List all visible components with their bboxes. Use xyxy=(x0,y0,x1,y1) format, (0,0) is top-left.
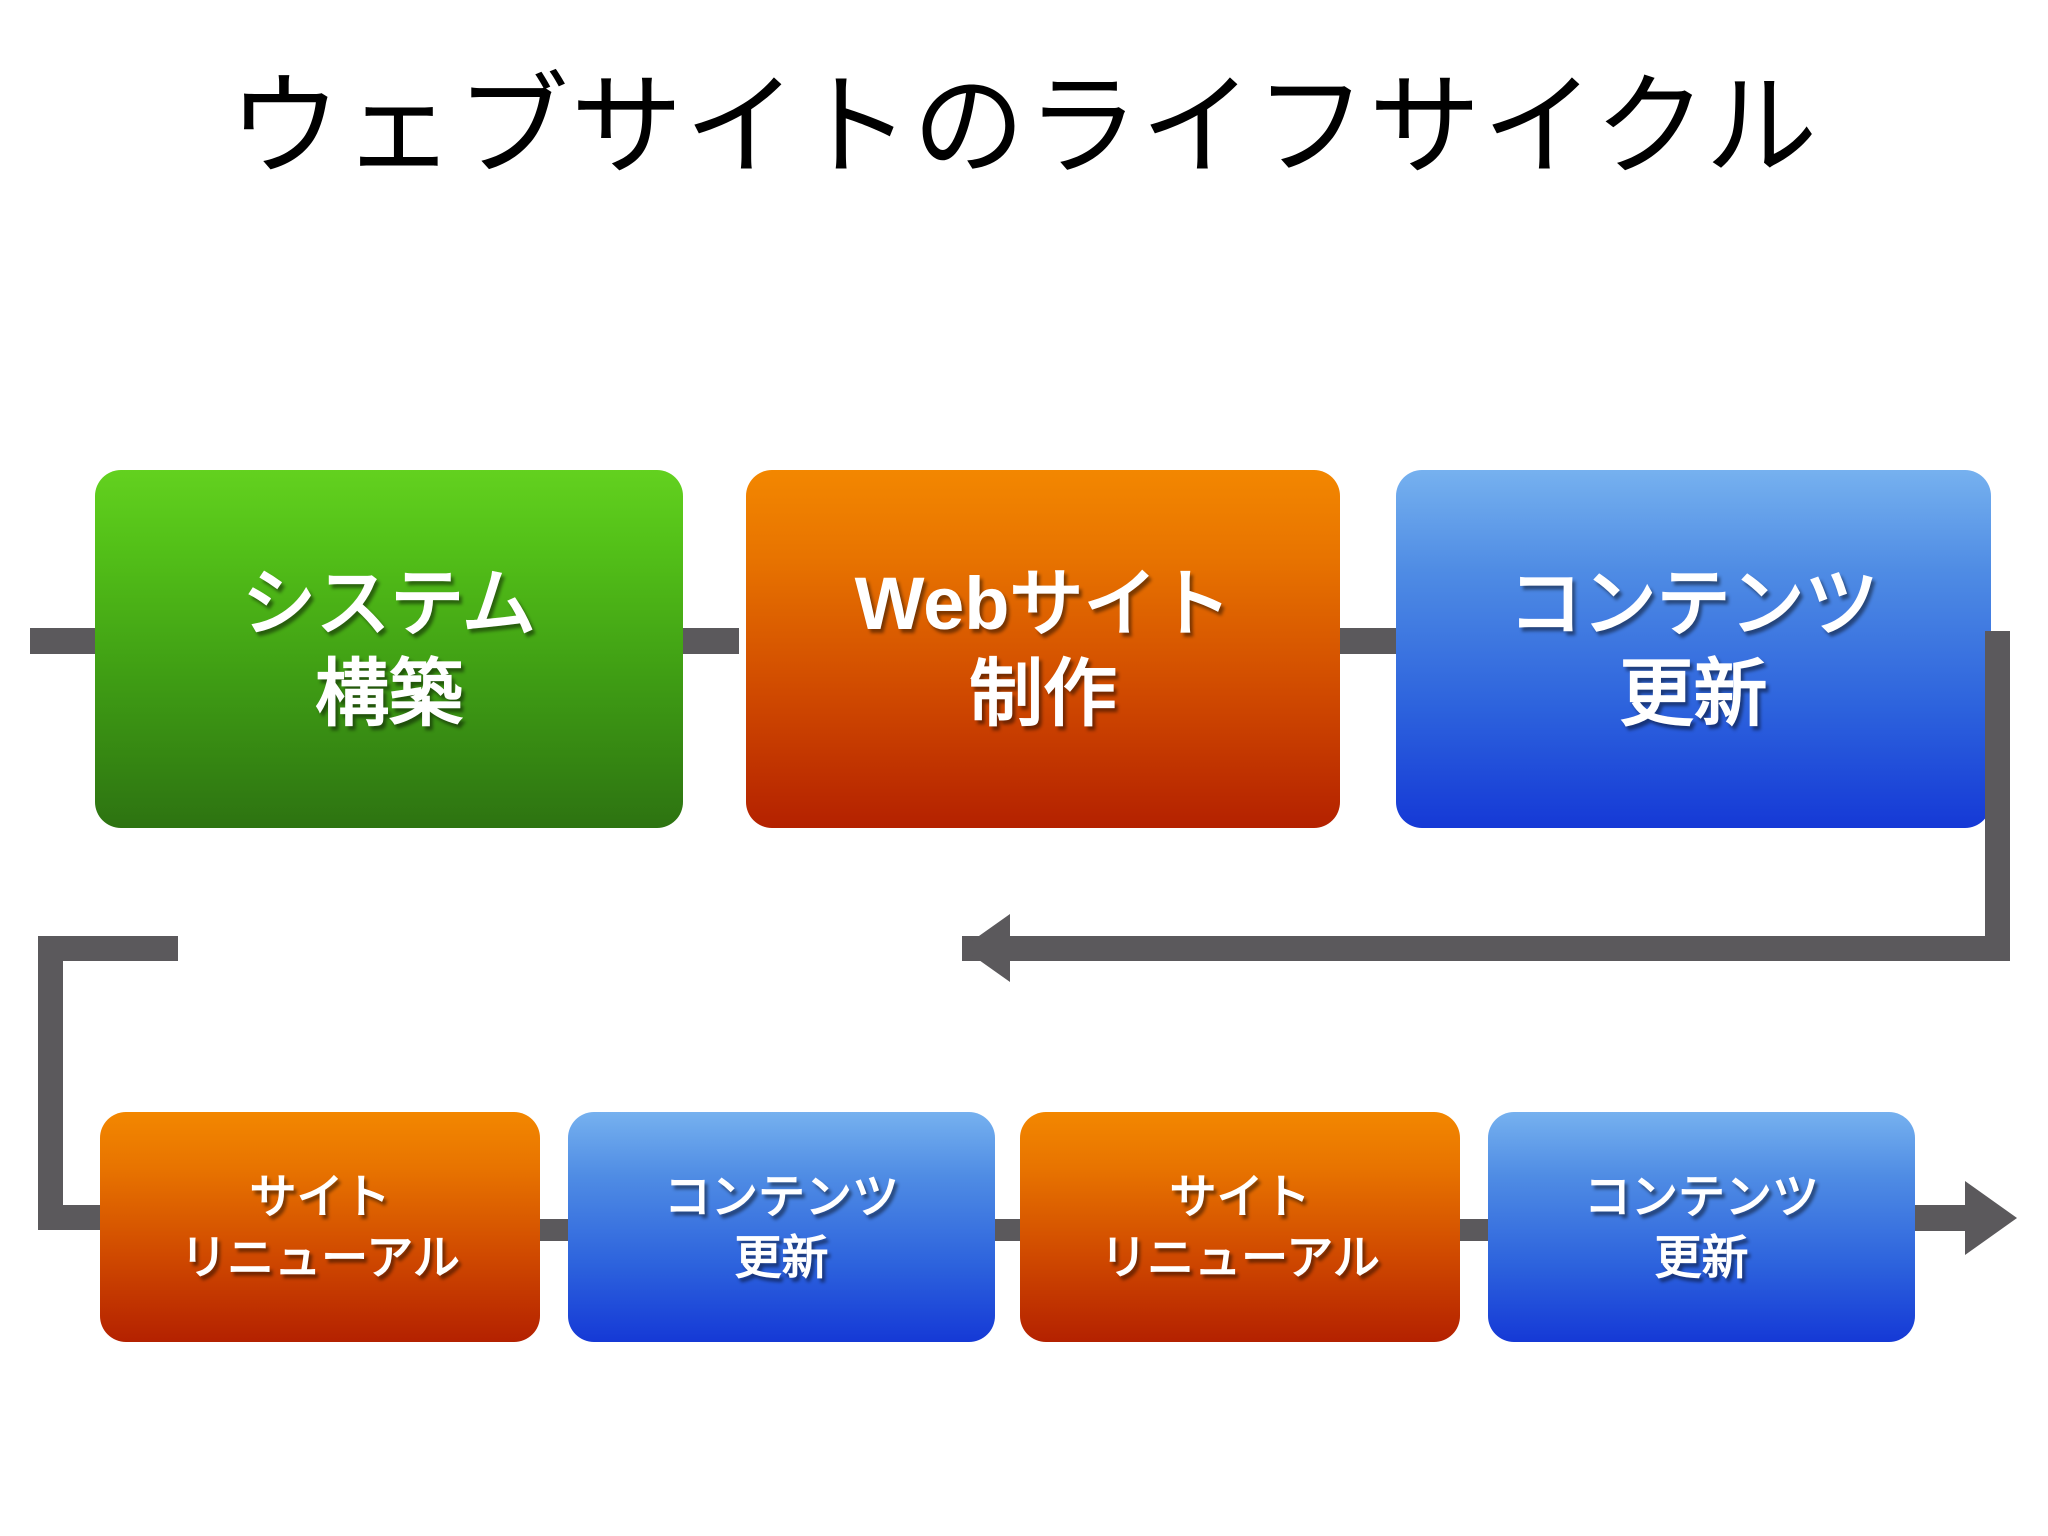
node-line-1: Webサイト xyxy=(854,561,1232,645)
node-content-update-top[interactable]: コンテンツ 更新 xyxy=(1396,470,1991,828)
node-content-update-2[interactable]: コンテンツ 更新 xyxy=(1488,1112,1915,1342)
node-content-update-1[interactable]: コンテンツ 更新 xyxy=(568,1112,995,1342)
return-path-vertical-right xyxy=(1985,631,2010,961)
return-path-horizontal xyxy=(962,936,2010,961)
node-line-1: コンテンツ xyxy=(1584,1169,1819,1223)
node-line-2: 更新 xyxy=(1619,652,1768,735)
node-line-1: サイト xyxy=(249,1169,391,1223)
node-line-1: コンテンツ xyxy=(1508,561,1879,645)
return-path-left-lower xyxy=(38,1205,110,1230)
node-line-2: 制作 xyxy=(969,652,1117,735)
connector-bottom-1-2 xyxy=(536,1219,574,1241)
node-line-1: コンテンツ xyxy=(664,1169,899,1223)
page-title: ウェブサイトのライフサイクル xyxy=(228,66,1820,190)
return-path-vertical-left xyxy=(38,936,63,1230)
node-website-production[interactable]: Webサイト 制作 xyxy=(746,470,1340,828)
connector-top-2-3 xyxy=(1340,628,1396,654)
node-line-2: 更新 xyxy=(734,1231,829,1284)
exit-arrow-right-icon xyxy=(1965,1181,2017,1255)
node-line-1: サイト xyxy=(1169,1169,1311,1223)
node-line-1: システム xyxy=(242,561,536,645)
node-line-2: 更新 xyxy=(1654,1231,1749,1284)
node-site-renewal-1[interactable]: サイト リニューアル xyxy=(100,1112,540,1342)
connector-bottom-3-4 xyxy=(1452,1219,1490,1241)
connector-top-1-2 xyxy=(683,628,739,654)
node-line-2: リニューアル xyxy=(180,1231,460,1284)
node-system-construction[interactable]: システム 構築 xyxy=(95,470,683,828)
return-arrow-left-icon xyxy=(962,914,1010,982)
node-line-2: 構築 xyxy=(315,652,463,735)
entry-connector-stub xyxy=(30,628,96,654)
node-line-2: リニューアル xyxy=(1100,1231,1380,1284)
node-site-renewal-2[interactable]: サイト リニューアル xyxy=(1020,1112,1460,1342)
